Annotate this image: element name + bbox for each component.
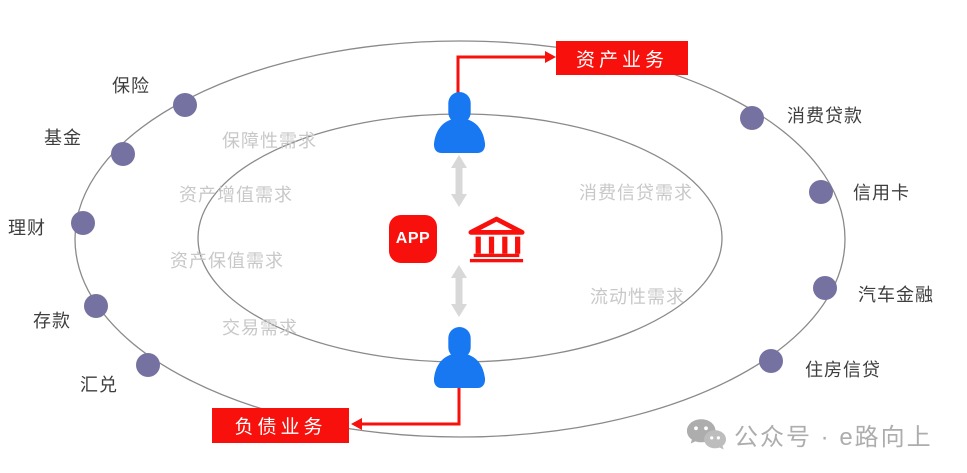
double-arrow-icon-top — [451, 155, 467, 207]
node-label-credit-card: 信用卡 — [853, 183, 910, 203]
node-label-exchange: 汇兑 — [80, 375, 118, 395]
liability-connector-line — [362, 386, 461, 426]
node-label-consumer-loan: 消费贷款 — [787, 106, 863, 126]
need-label-asset-appreciation: 资产增值需求 — [179, 185, 293, 205]
node-label-auto-finance: 汽车金融 — [858, 285, 934, 305]
double-arrow-icon-bottom — [451, 265, 467, 317]
liability-business-box: 负债业务 — [212, 408, 349, 443]
app-icon: APP — [389, 215, 437, 263]
orbit-dot-consumer-loan — [740, 106, 764, 130]
asset-arrowhead-icon — [545, 51, 556, 63]
orbit-dot-auto-finance — [813, 276, 837, 300]
orbit-dot-credit-card — [809, 180, 833, 204]
liability-arrowhead-icon — [351, 418, 362, 430]
orbit-dot-wealth — [71, 211, 95, 235]
orbit-dot-exchange — [136, 353, 160, 377]
node-label-deposit: 存款 — [33, 311, 71, 331]
node-label-housing-credit: 住房信贷 — [805, 360, 881, 380]
need-label-asset-preservation: 资产保值需求 — [170, 251, 284, 271]
orbit-dot-housing-credit — [759, 349, 783, 373]
orbit-dot-insurance — [173, 93, 197, 117]
node-label-insurance: 保险 — [112, 76, 150, 96]
node-label-wealth: 理财 — [8, 218, 46, 238]
asset-business-box: 资产业务 — [556, 41, 688, 75]
orbit-dot-fund — [111, 142, 135, 166]
watermark-text: 公众号 · e路向上 — [734, 424, 933, 451]
asset-connector-line — [456, 55, 545, 95]
need-label-protection: 保障性需求 — [222, 131, 317, 151]
watermark: 公众号 · e路向上 — [686, 417, 933, 452]
node-label-fund: 基金 — [44, 128, 82, 148]
need-label-consumer-credit: 消费信贷需求 — [579, 183, 693, 203]
bank-icon — [468, 216, 525, 263]
need-label-liquidity: 流动性需求 — [590, 287, 685, 307]
orbit-dot-deposit — [84, 294, 108, 318]
user-icon-top — [433, 92, 486, 153]
user-icon-bottom — [433, 327, 486, 388]
need-label-transaction: 交易需求 — [222, 318, 298, 338]
wechat-icon — [686, 419, 726, 450]
